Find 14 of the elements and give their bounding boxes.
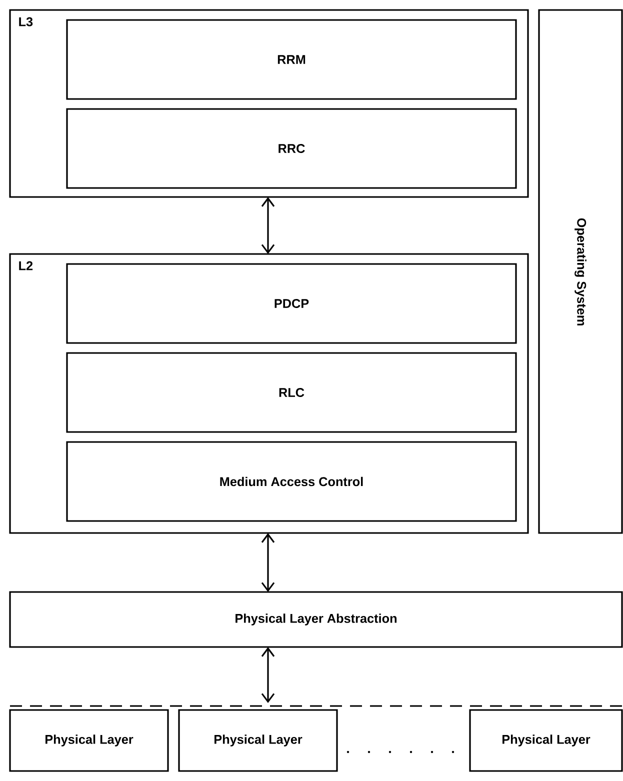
process-box: Medium Access Control [66, 441, 517, 522]
process-box: RRC [66, 108, 517, 189]
process-box: Physical Layer [9, 709, 169, 772]
process-box: Physical Layer [469, 709, 623, 772]
process-box: PDCP [66, 263, 517, 344]
arrow [261, 647, 275, 703]
process-box: RRM [66, 19, 517, 100]
process-box: Physical Layer [178, 709, 338, 772]
arrow [261, 533, 275, 592]
arrow [261, 197, 275, 254]
process-box: RLC [66, 352, 517, 433]
side-box: Operating System [538, 9, 623, 534]
dashed-line [10, 705, 622, 707]
process-box: Physical Layer Abstraction [9, 591, 623, 648]
